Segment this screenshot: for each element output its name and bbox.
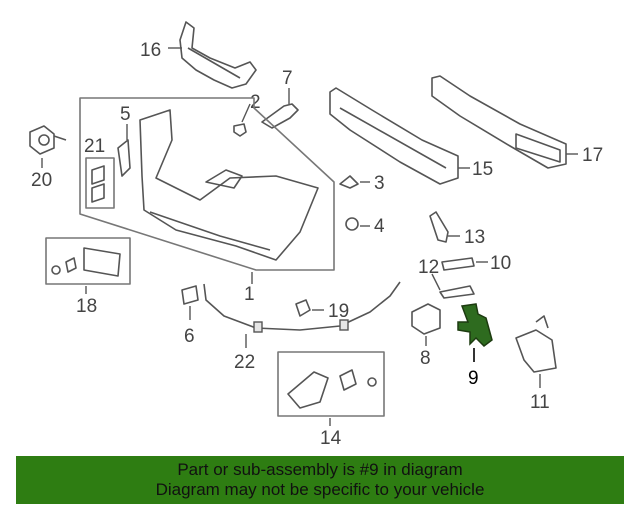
part-14-box: [277, 351, 385, 426]
callout-21: 21: [84, 136, 105, 157]
callout-14: 14: [320, 428, 342, 449]
banner-line-1: Part or sub-assembly is #9 in diagram: [177, 460, 463, 479]
part-11-bracket: [515, 315, 557, 388]
callout-13: 13: [464, 227, 485, 248]
callout-3: 3: [374, 173, 385, 194]
callout-2: 2: [250, 92, 261, 113]
part-4-nut: [345, 217, 370, 231]
part-20-sensor: [29, 125, 67, 168]
callout-9: 9: [468, 368, 479, 389]
callout-1: 1: [244, 284, 255, 305]
part-22-wire-harness: [203, 281, 401, 348]
callout-10: 10: [490, 253, 511, 274]
part-10-bracket: [441, 257, 488, 271]
callout-15: 15: [472, 159, 493, 180]
part-5-trim: [117, 124, 131, 177]
part-2-clip: [233, 103, 251, 137]
part-15-absorber: [329, 87, 470, 185]
callout-20: 20: [31, 170, 52, 191]
callout-22: 22: [234, 352, 255, 373]
banner-line-2: Diagram may not be specific to your vehi…: [155, 480, 485, 499]
part-16-bracket: [168, 21, 257, 89]
callout-5: 5: [120, 104, 131, 125]
part-19-clip: [295, 299, 324, 317]
callout-18: 18: [76, 296, 97, 317]
callout-16: 16: [140, 40, 161, 61]
callout-8: 8: [420, 348, 431, 369]
part-7-bracket: [261, 88, 299, 129]
part-6-cap: [181, 285, 199, 320]
part-8-light: [411, 303, 441, 346]
part-3-clip: [339, 175, 370, 189]
callout-4: 4: [374, 216, 385, 237]
part-21-box: [85, 157, 115, 209]
bumper-cover-box: [79, 97, 335, 271]
callout-11: 11: [530, 392, 550, 413]
part-17-beam: [431, 75, 578, 169]
callout-7: 7: [282, 68, 293, 89]
callout-6: 6: [184, 326, 195, 347]
callout-17: 17: [582, 145, 603, 166]
callout-12: 12: [418, 257, 439, 278]
part-13-bracket: [429, 211, 460, 243]
part-18-box: [45, 237, 131, 294]
info-banner: Part or sub-assembly is #9 in diagram Di…: [16, 456, 624, 504]
part-9-bracket-highlighted: [457, 303, 493, 362]
part-12-bracket: [431, 273, 475, 299]
callout-19: 19: [328, 301, 349, 322]
parts-diagram: 16 7 2 1 5 21 20: [29, 21, 603, 449]
